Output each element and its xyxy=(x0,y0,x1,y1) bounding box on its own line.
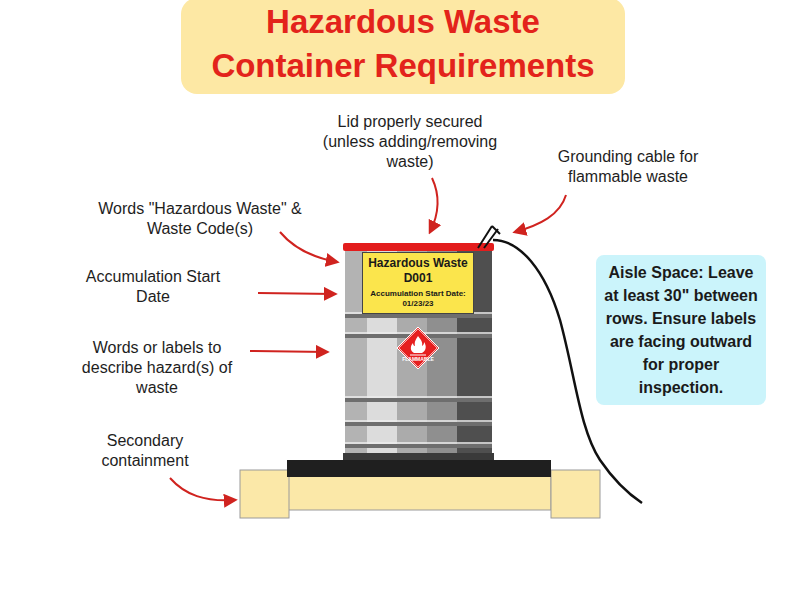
note-box: Aisle Space: Leave at least 30" between … xyxy=(596,255,766,405)
callout-label: Grounding cable for flammable waste xyxy=(538,147,718,187)
title-band: Hazardous Waste Container Requirements xyxy=(181,0,625,94)
hazard-diamond: FLAMMABLE xyxy=(396,326,440,370)
note-text: Aisle Space: Leave at least 30" between … xyxy=(602,261,760,399)
title-text: Hazardous Waste Container Requirements xyxy=(193,0,613,88)
callout-label: Lid properly secured (unless adding/remo… xyxy=(310,112,510,172)
drum xyxy=(343,243,494,460)
hazard-text: FLAMMABLE xyxy=(396,356,440,362)
callout-label: Secondary containment xyxy=(85,431,205,471)
callout-label: Words "Hazardous Waste" & Waste Code(s) xyxy=(90,199,310,239)
callout-label: Words or labels to describe hazard(s) of… xyxy=(70,338,245,398)
callout-label: Accumulation Start Date xyxy=(68,267,238,307)
diamond-outline xyxy=(396,326,440,370)
drum-label: Hazardous WasteD001Accumulation Start Da… xyxy=(362,252,474,314)
label-text: D001 xyxy=(366,271,470,286)
label-text: Hazardous Waste xyxy=(366,256,470,271)
secondary-containment xyxy=(240,460,600,518)
label-text: Accumulation Start Date: 01/23/23 xyxy=(366,289,470,309)
